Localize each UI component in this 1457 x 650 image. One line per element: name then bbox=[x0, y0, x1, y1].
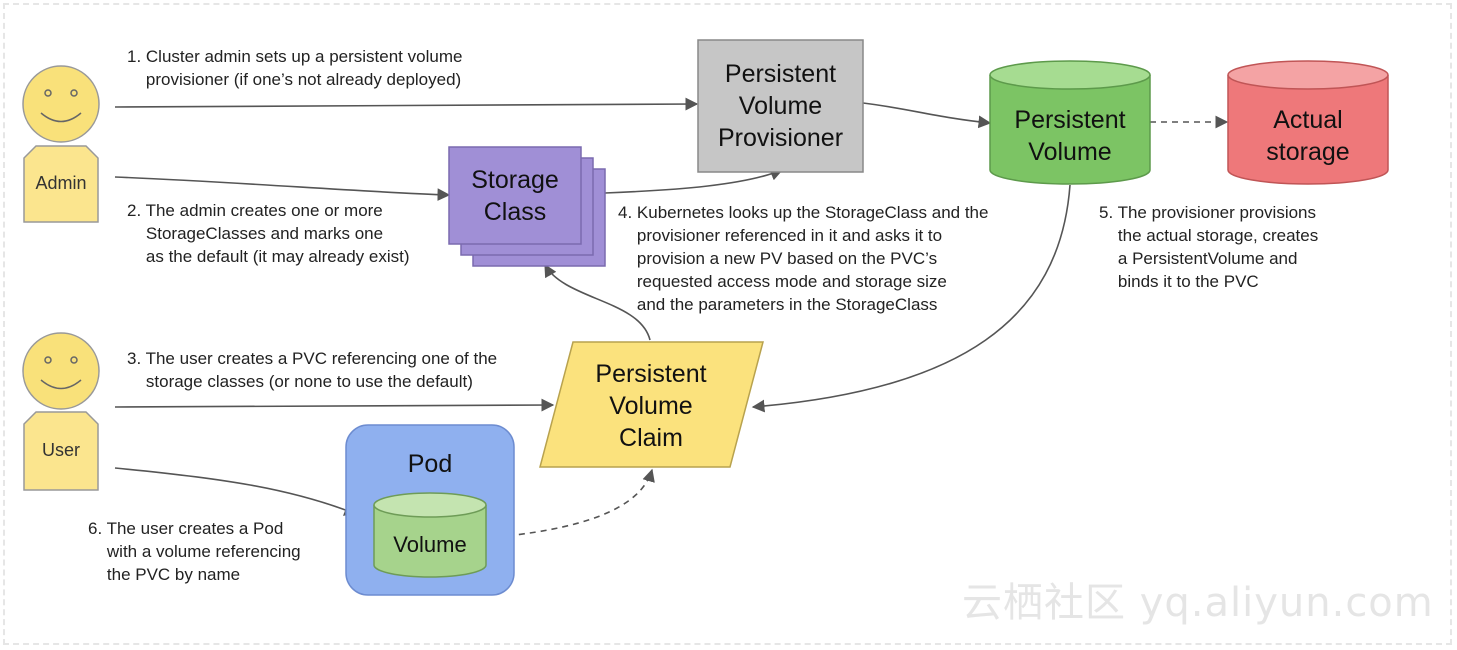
step-1-text: 1. Cluster admin sets up a persistent vo… bbox=[127, 47, 463, 89]
admin-face-icon bbox=[22, 65, 100, 143]
persistent-volume-cylinder bbox=[989, 60, 1151, 185]
step-6-text: 6. The user creates a Pod with a volume … bbox=[88, 519, 301, 584]
step-2-text: 2. The admin creates one or more Storage… bbox=[127, 201, 410, 266]
arrow-user-to-pvc bbox=[114, 398, 555, 412]
actual-storage-label: Actual storage bbox=[1266, 106, 1350, 166]
step-5-text: 5. The provisioner provisions the actual… bbox=[1099, 203, 1319, 291]
user-actor bbox=[22, 332, 100, 491]
admin-label: Admin bbox=[35, 173, 87, 193]
provisioner-label: Persistent Volume Provisioner bbox=[717, 60, 844, 152]
user-label: User bbox=[41, 440, 80, 460]
storage-class-box bbox=[448, 146, 582, 245]
arrow-admin-to-provisioner bbox=[114, 97, 699, 111]
arrow-storageclass-to-provisioner bbox=[604, 168, 784, 194]
pod-label: Pod bbox=[407, 450, 453, 478]
actual-storage-cylinder bbox=[1227, 60, 1389, 185]
admin-actor bbox=[22, 65, 100, 223]
arrow-provisioner-to-pv bbox=[862, 102, 992, 129]
step-4-text: 4. Kubernetes looks up the StorageClass … bbox=[618, 203, 989, 314]
admin-badge bbox=[23, 145, 99, 223]
arrow-pvc-to-storageclass bbox=[544, 263, 651, 341]
provisioner-box bbox=[697, 39, 864, 173]
watermark: 云栖社区 yq.aliyun.com bbox=[962, 580, 1434, 626]
arrow-admin-to-storageclass bbox=[114, 176, 451, 202]
arrow-pv-to-pvc bbox=[751, 184, 1071, 413]
dashed-frame bbox=[3, 3, 1452, 645]
user-face-icon bbox=[22, 332, 100, 410]
arrow-volume-to-pvc-dashed bbox=[485, 468, 655, 539]
arrow-user-to-pod bbox=[114, 467, 358, 516]
user-badge bbox=[23, 411, 99, 491]
pvc-label: Persistent Volume Claim bbox=[595, 360, 707, 452]
volume-label: Volume bbox=[393, 532, 467, 557]
storage-class-stack bbox=[448, 146, 606, 267]
volume-cylinder bbox=[373, 492, 487, 578]
pvc-parallelogram bbox=[539, 341, 764, 468]
persistent-volume-label: Persistent Volume bbox=[1014, 106, 1126, 166]
step-3-text: 3. The user creates a PVC referencing on… bbox=[127, 349, 498, 391]
storage-class-label: Storage Class bbox=[471, 166, 559, 226]
